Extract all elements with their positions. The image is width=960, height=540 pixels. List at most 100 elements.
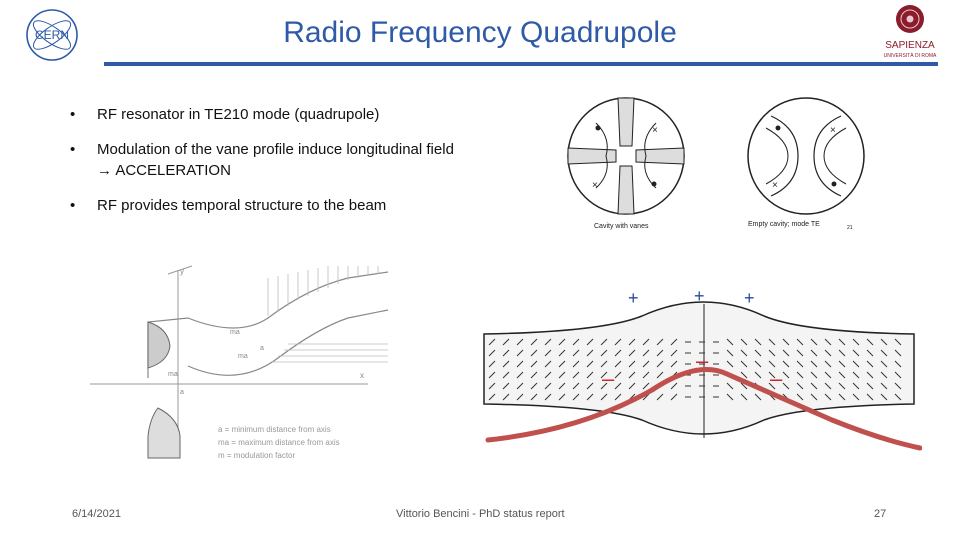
field-arrow — [810, 382, 818, 390]
field-arrow — [768, 371, 776, 379]
field-arrow — [754, 360, 762, 368]
field-arrow — [628, 382, 636, 390]
rf-wave-curve — [485, 367, 923, 451]
field-arrow — [670, 393, 678, 401]
field-arrow — [614, 382, 622, 390]
field-arrow — [600, 349, 608, 357]
field-arrow — [796, 393, 804, 401]
field-arrow — [866, 371, 874, 379]
field-arrow — [726, 360, 734, 368]
field-arrow — [502, 382, 510, 390]
field-arrow — [880, 393, 888, 401]
field-arrow — [656, 393, 664, 401]
field-arrow — [656, 338, 664, 346]
field-arrow — [628, 349, 636, 357]
label-a: a — [260, 345, 264, 352]
field-arrow — [670, 349, 678, 357]
field-arrow — [516, 371, 524, 379]
field-arrow — [530, 338, 538, 346]
field-arrow — [796, 360, 804, 368]
field-arrow — [852, 349, 860, 357]
cavity-right-caption: Empty cavity; mode TE — [748, 221, 820, 228]
field-arrow — [726, 349, 734, 357]
field-arrow — [726, 393, 734, 401]
svg-text:×: × — [652, 125, 658, 136]
field-arrow — [894, 360, 902, 368]
field-arrow — [572, 349, 580, 357]
field-arrow — [572, 382, 580, 390]
field-arrow — [530, 382, 538, 390]
plus-sign-3: + — [744, 288, 755, 308]
field-arrow — [782, 360, 790, 368]
field-arrow — [740, 360, 748, 368]
right-arrow-icon: → — [97, 162, 112, 179]
field-arrow — [782, 382, 790, 390]
field-arrow — [572, 393, 580, 401]
field-arrow — [558, 382, 566, 390]
field-arrow — [558, 338, 566, 346]
field-arrow — [488, 360, 496, 368]
field-arrow — [516, 338, 524, 346]
field-arrow — [558, 371, 566, 379]
field-arrow — [838, 360, 846, 368]
field-arrow — [544, 338, 552, 346]
cern-logo-text: CERN — [35, 28, 69, 42]
field-arrow — [852, 360, 860, 368]
cavity-with-vanes-diagram: × × — [567, 97, 685, 215]
field-arrow — [880, 349, 888, 357]
field-arrow — [642, 360, 650, 368]
field-arrow — [880, 382, 888, 390]
footer-date: 6/14/2021 — [72, 508, 121, 520]
field-arrow — [558, 360, 566, 368]
field-arrow — [516, 349, 524, 357]
field-arrow — [880, 338, 888, 346]
minus-sign-3: – — [770, 366, 783, 391]
legend-line-2: ma = maximum distance from axis — [218, 438, 340, 447]
field-arrow — [488, 393, 496, 401]
field-arrow — [796, 338, 804, 346]
field-arrow — [782, 349, 790, 357]
field-arrow — [754, 371, 762, 379]
field-arrow — [558, 349, 566, 357]
bullet-arrow-text: ACCELERATION — [115, 162, 231, 179]
field-arrow — [600, 338, 608, 346]
field-arrow — [768, 349, 776, 357]
field-arrow — [670, 338, 678, 346]
field-arrow — [866, 393, 874, 401]
field-arrow — [586, 360, 594, 368]
field-arrow — [642, 338, 650, 346]
field-arrow — [852, 371, 860, 379]
label-ma-1: ma — [230, 329, 240, 336]
field-arrow — [726, 338, 734, 346]
field-arrow — [894, 349, 902, 357]
field-arrow — [810, 349, 818, 357]
field-arrow — [502, 338, 510, 346]
field-arrow — [628, 360, 636, 368]
sapienza-logo-text: SAPIENZA — [885, 40, 935, 51]
field-arrow — [670, 360, 678, 368]
sapienza-logo: SAPIENZA UNIVERSITÀ DI ROMA — [882, 2, 938, 64]
field-arrow — [768, 360, 776, 368]
field-arrow — [488, 382, 496, 390]
field-arrow — [768, 338, 776, 346]
field-arrow — [488, 338, 496, 346]
field-arrow — [656, 360, 664, 368]
field-arrow — [852, 393, 860, 401]
label-a-2: a — [180, 389, 184, 396]
field-arrow — [768, 382, 776, 390]
minus-sign-1: – — [602, 366, 615, 391]
field-arrow — [586, 371, 594, 379]
footer-author: Vittorio Bencini - PhD status report — [396, 508, 565, 520]
field-arrow — [824, 393, 832, 401]
field-arrow — [880, 371, 888, 379]
field-arrow — [544, 382, 552, 390]
field-arrow — [502, 349, 510, 357]
field-arrow — [614, 371, 622, 379]
field-arrow — [754, 338, 762, 346]
field-arrow — [586, 349, 594, 357]
field-arrow — [866, 338, 874, 346]
field-arrow — [530, 393, 538, 401]
footer-page-number: 27 — [874, 508, 887, 520]
field-arrow — [656, 349, 664, 357]
field-arrow — [824, 382, 832, 390]
